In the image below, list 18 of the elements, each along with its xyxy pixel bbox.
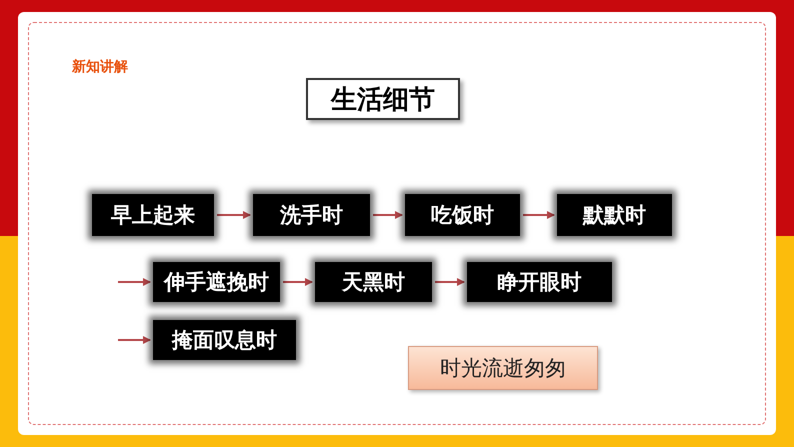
summary-box: 时光流逝匆匆	[408, 346, 598, 390]
arrow	[523, 211, 555, 219]
title-box: 生活细节	[306, 78, 460, 120]
step-box: 伸手遮挽时	[153, 262, 280, 302]
step-box: 掩面叹息时	[153, 320, 296, 360]
step-box: 睁开眼时	[467, 262, 612, 302]
step-box: 默默时	[557, 194, 672, 236]
arrow	[373, 211, 403, 219]
step-box: 洗手时	[253, 194, 370, 236]
step-box: 天黑时	[315, 262, 432, 302]
step-box: 吃饭时	[405, 194, 520, 236]
arrow	[435, 278, 465, 286]
step-box: 早上起来	[92, 194, 214, 236]
arrow	[118, 278, 151, 286]
arrow	[118, 336, 151, 344]
arrow	[283, 278, 313, 286]
arrow	[217, 211, 251, 219]
section-heading: 新知讲解	[72, 58, 128, 76]
